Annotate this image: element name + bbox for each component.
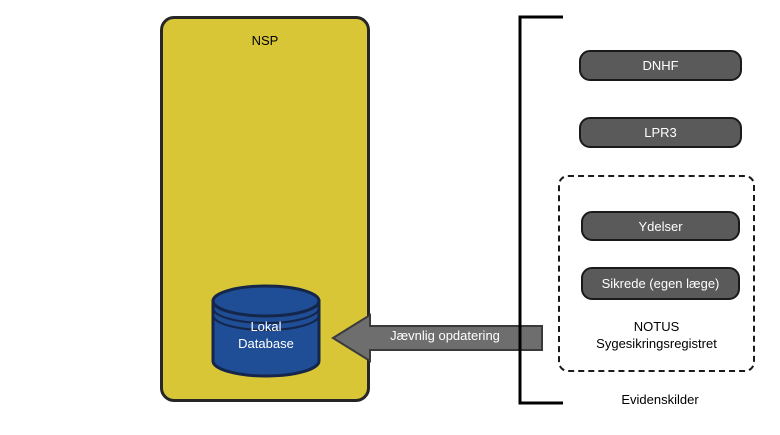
source-box-dnhf[interactable]: DNHF xyxy=(579,50,742,81)
notus-group xyxy=(558,175,755,372)
source-box-sikrede-label: Sikrede (egen læge) xyxy=(601,276,720,291)
notus-group-title-line2: Sygesikringsregistret xyxy=(596,336,717,351)
evidence-sources-label: Evidenskilder xyxy=(621,392,699,407)
update-arrow xyxy=(330,312,545,364)
nsp-title: NSP xyxy=(251,33,279,48)
source-box-sikrede[interactable]: Sikrede (egen læge) xyxy=(581,267,740,300)
notus-group-title: NOTUS Sygesikringsregistret xyxy=(558,318,755,352)
source-box-ydelser[interactable]: Ydelser xyxy=(581,211,740,241)
source-box-lpr3-label: LPR3 xyxy=(644,125,677,140)
source-box-ydelser-label: Ydelser xyxy=(638,218,683,234)
local-database-cylinder xyxy=(210,284,322,378)
source-box-lpr3[interactable]: LPR3 xyxy=(579,117,742,148)
notus-group-title-line1: NOTUS xyxy=(633,319,680,334)
source-box-dnhf-label: DNHF xyxy=(642,58,679,73)
evidence-sources-bracket xyxy=(515,14,570,406)
